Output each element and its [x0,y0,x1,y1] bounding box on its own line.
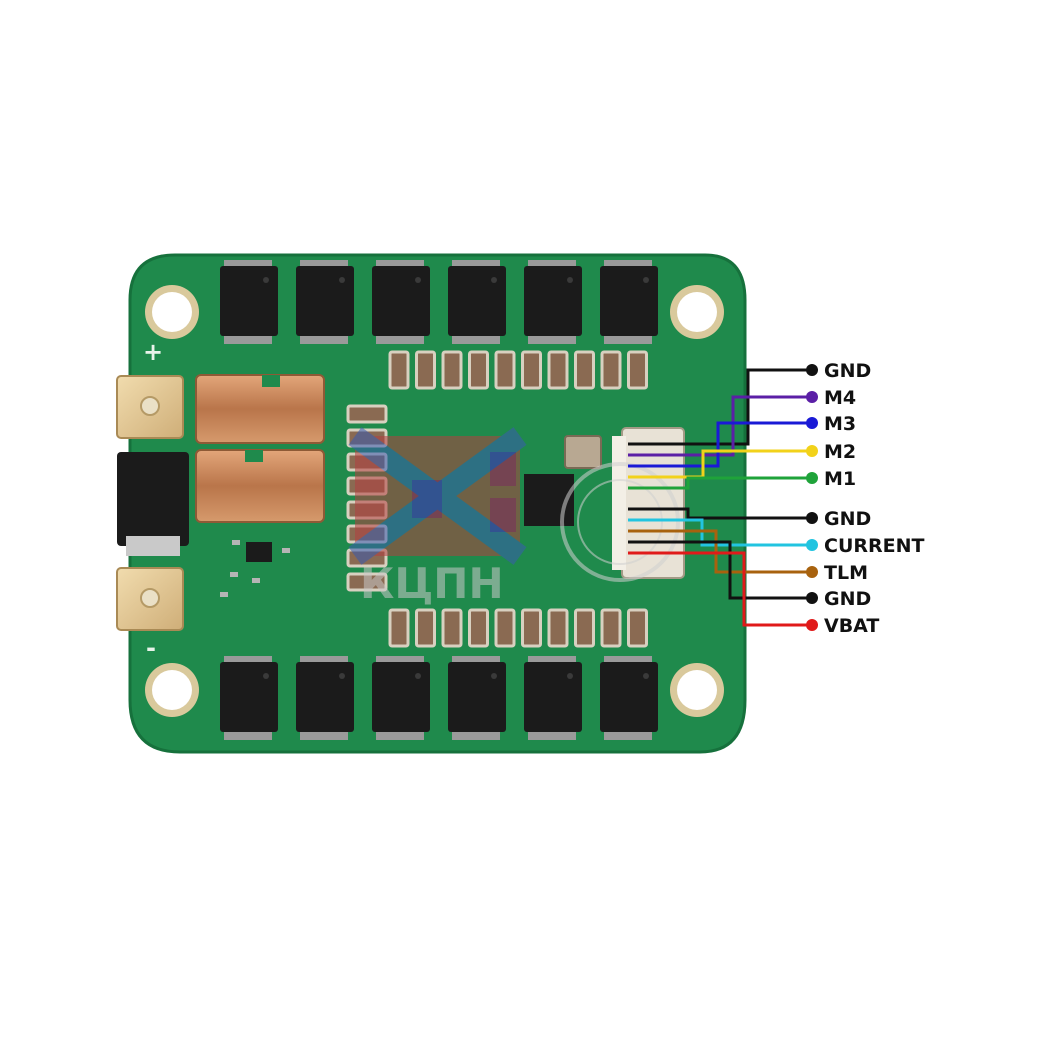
pin-dot [806,512,818,524]
pin-label: M2 [824,441,856,463]
mosfet [372,656,430,740]
pin-wire [628,368,810,446]
pin-label: M4 [824,387,856,409]
capacitor [388,608,410,648]
capacitor [627,350,648,390]
capacitor [346,572,388,592]
tvs-diode [117,452,189,556]
mosfet [448,260,506,344]
capacitor [441,608,463,648]
pin-label: VBAT [824,615,879,637]
pin-m1-4: M1 [628,468,856,490]
capacitor [441,350,463,390]
small-smd-components [220,540,290,597]
pin-label: GND [824,360,871,382]
shunt-resistor [195,374,325,444]
shunt-resistor [195,449,325,523]
inductor [564,435,602,469]
pin-label: TLM [824,562,868,584]
pin-dot [806,592,818,604]
mosfet [524,260,582,344]
capacitor [388,350,410,390]
pin-label: M1 [824,468,856,490]
mounting-hole [670,663,724,717]
capacitor [627,608,648,648]
mosfet [220,656,278,740]
pin-wire [628,476,810,490]
capacitor [547,608,569,648]
pin-wire [628,421,810,468]
pin-gnd-5: GND [628,507,871,530]
pin-dot [806,417,818,429]
capacitor-row-top [388,350,648,390]
capacitor [415,350,436,390]
pin-label: CURRENT [824,535,925,557]
capacitor [494,350,516,390]
capacitor [600,350,622,390]
pin-label: M3 [824,413,856,435]
watermark-seal [560,462,680,582]
pin-wire [628,449,810,479]
pin-dot [806,364,818,376]
capacitor [415,608,436,648]
mounting-hole [145,285,199,339]
watermark-logo: КЦПН [348,427,527,608]
polarity-minus-label: - [146,634,156,662]
capacitor [574,608,595,648]
mosfet [600,656,658,740]
capacitor [547,350,569,390]
pin-dot [806,619,818,631]
pin-m2-3: M2 [628,441,856,479]
pin-gnd-8: GND [628,540,871,610]
mosfet [524,656,582,740]
mounting-hole [670,285,724,339]
mosfet [448,656,506,740]
pin-wire [628,395,810,457]
pin-gnd-0: GND [628,360,871,446]
pin-dot [806,472,818,484]
pin-label: GND [824,508,871,530]
mosfet [296,656,354,740]
watermark-logo-text: КЦПН [360,559,504,608]
mosfet-row-top [220,260,658,344]
battery-pad-negative [116,567,184,631]
capacitor [521,350,542,390]
pin-dot [806,391,818,403]
pin-wire [628,507,810,520]
mosfet [296,260,354,344]
pin-wire [628,551,810,627]
pin-dot [806,566,818,578]
capacitor [600,608,622,648]
pin-vbat-9: VBAT [628,551,879,637]
mosfet [600,260,658,344]
pin-dot [806,445,818,457]
mounting-hole [145,663,199,717]
battery-pad-positive [116,375,184,439]
polarity-plus-label: + [143,338,163,366]
capacitor [574,350,595,390]
capacitor [521,608,542,648]
pin-m3-2: M3 [628,413,856,468]
mosfet [372,260,430,344]
pin-m4-1: M4 [628,387,856,457]
capacitor-row-bottom [388,608,648,648]
pin-label: GND [824,588,871,610]
mosfet-row-bottom [220,656,658,740]
pin-dot [806,539,818,551]
capacitor [494,608,516,648]
small-ic [246,542,272,562]
mosfet [220,260,278,344]
capacitor [346,404,388,424]
pin-wire [628,540,810,600]
capacitor [468,350,489,390]
capacitor [468,608,489,648]
